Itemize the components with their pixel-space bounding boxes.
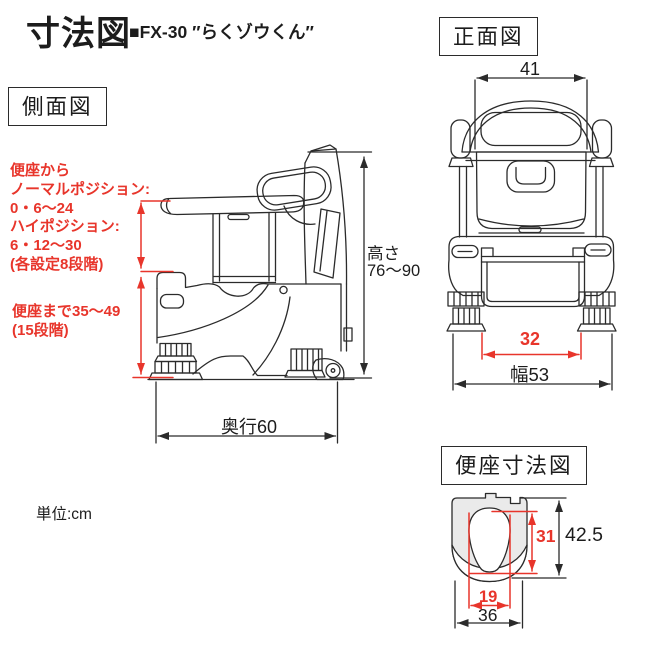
depth-dimension-text: 奥行60 <box>221 417 278 437</box>
seat-view-red-dimensions <box>468 510 538 610</box>
seat-view-drawing <box>451 492 567 629</box>
annotation-line: (15段階) <box>12 321 69 339</box>
seat-view-label: 便座寸法図 <box>441 446 587 485</box>
floor-to-seat-annotation: 便座まで35〜49 (15段階) <box>12 303 120 341</box>
front-view-red-dimensions <box>481 332 582 360</box>
front-total-width-text: 幅53 <box>510 364 550 385</box>
seat-opening-width-text: 19 <box>479 588 498 606</box>
seat-opening-depth-text: 31 <box>536 526 556 546</box>
page-title: 寸法図 <box>26 15 131 53</box>
front-view-label: 正面図 <box>439 17 538 56</box>
height-dimension-text: 高さ 76〜90 <box>367 246 420 279</box>
front-view-drawing <box>446 74 617 391</box>
seat-to-table-annotation: 便座から ノーマルポジション: 0・6〜24 ハイポジション: 6・12〜30 … <box>10 162 150 275</box>
annotation-line: 0・6〜24 <box>10 199 74 217</box>
front-top-width-text: 41 <box>520 59 541 79</box>
unit-note: 単位:cm <box>36 506 92 523</box>
annotation-line: 6・12〜30 <box>10 237 82 255</box>
annotation-line: ノーマルポジション: <box>10 180 150 198</box>
height-dimension-value: 76〜90 <box>367 261 421 280</box>
side-view-drawing <box>132 144 373 444</box>
seat-total-depth-text: 42.5 <box>565 524 603 546</box>
seat-total-width-text: 36 <box>478 605 498 625</box>
front-inner-width-text: 32 <box>520 329 541 349</box>
annotation-line: 便座まで35〜49 <box>12 303 121 320</box>
backrest-pad <box>256 166 332 211</box>
side-view-label: 側面図 <box>8 87 107 126</box>
side-view-red-dimensions <box>132 200 174 379</box>
annotation-line: 便座から <box>10 162 71 179</box>
product-name: ■FX-30 ″らくゾウくん″ <box>129 22 314 42</box>
annotation-line: (各設定8段階) <box>10 255 104 273</box>
annotation-line: ハイポジション: <box>10 218 120 236</box>
height-dimension-label: 高さ <box>367 245 400 263</box>
